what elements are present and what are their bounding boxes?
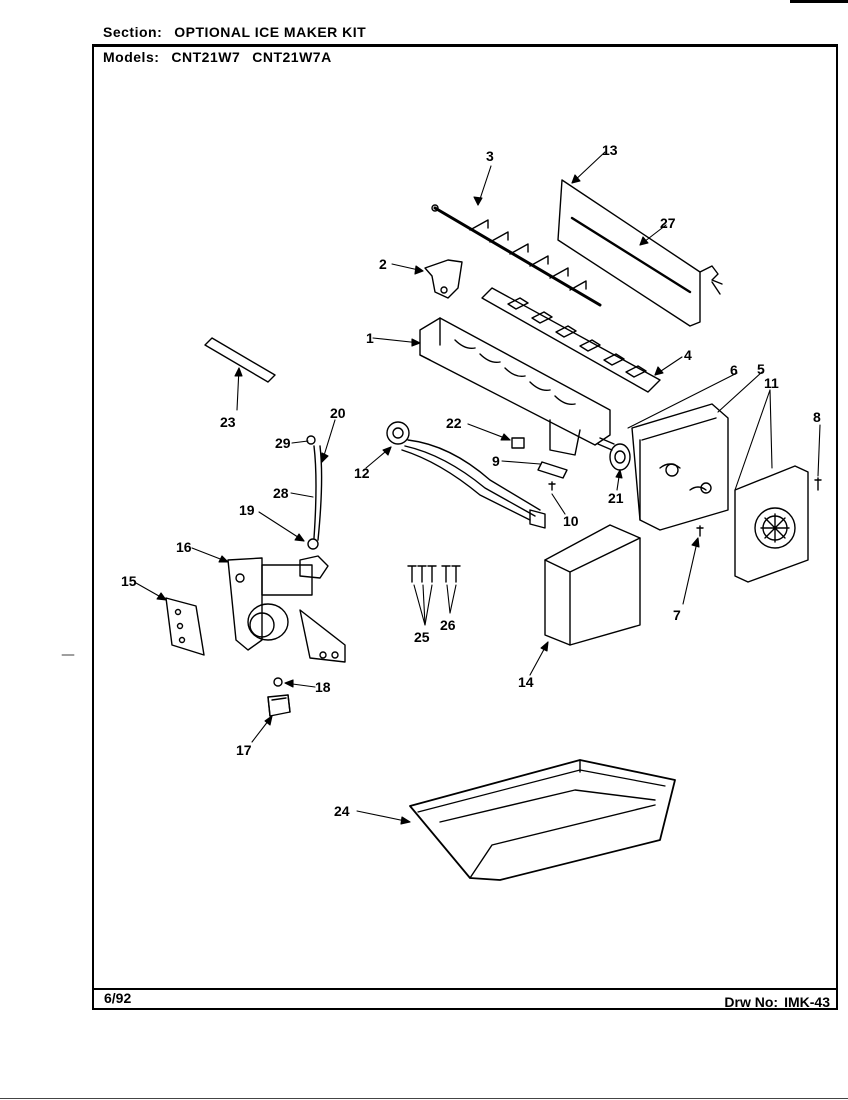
leader-lines [61, 151, 821, 825]
callout-5: 5 [757, 361, 765, 377]
callout-11: 11 [764, 375, 779, 391]
part-water-valve [227, 555, 346, 663]
callout-19: 19 [239, 502, 255, 518]
part-shield [544, 524, 641, 646]
part-mold [419, 317, 611, 456]
part-insulator [511, 437, 525, 449]
callout-7: 7 [673, 607, 681, 623]
section-label: Section: [103, 24, 163, 40]
callout-12: 12 [354, 465, 370, 481]
callout-17: 17 [236, 742, 252, 758]
callout-9: 9 [492, 453, 500, 469]
part-washer [273, 677, 283, 687]
callout-13: 13 [602, 142, 618, 158]
callout-4: 4 [684, 347, 692, 363]
callout-6: 6 [730, 362, 738, 378]
callout-28: 28 [273, 485, 289, 501]
part-fill-tube [204, 337, 276, 383]
part-nut [267, 694, 291, 717]
callout-8: 8 [813, 409, 821, 425]
part-water-tube [306, 435, 323, 550]
callout-10: 10 [563, 513, 579, 529]
part-harness [386, 421, 546, 529]
model-1: CNT21W7 [171, 49, 241, 65]
part-motor-plate [734, 465, 809, 583]
models-line: Models: CNT21W7 CNT21W7A [103, 49, 332, 65]
part-housing [631, 403, 729, 531]
part-bracket [424, 259, 463, 299]
drawing-number-line: Drw No: IMK-43 [724, 994, 830, 1010]
callout-16: 16 [176, 539, 192, 555]
callout-22: 22 [446, 415, 462, 431]
callout-1: 1 [366, 330, 374, 346]
callout-27: 27 [660, 215, 676, 231]
drawing-number: IMK-43 [784, 994, 830, 1010]
part-screws-25-26 [407, 565, 461, 583]
callout-26: 26 [440, 617, 456, 633]
callout-29: 29 [275, 435, 291, 451]
part-ice-bin [409, 759, 676, 881]
callout-3: 3 [486, 148, 494, 164]
callout-15: 15 [121, 573, 137, 589]
callout-21: 21 [608, 490, 624, 506]
drawing-number-label: Drw No: [724, 994, 779, 1010]
callout-20: 20 [330, 405, 346, 421]
callout-23: 23 [220, 414, 236, 430]
part-screw-8 [814, 477, 822, 491]
models-label: Models: [103, 49, 160, 65]
page-bottom-rule [0, 1098, 848, 1099]
part-cover-plate [557, 179, 723, 327]
part-gear [597, 437, 631, 471]
part-ejector [431, 204, 602, 307]
callout-2: 2 [379, 256, 387, 272]
part-screw-10 [548, 481, 556, 491]
part-valve-bracket [165, 597, 205, 656]
revision-date: 6/92 [104, 990, 132, 1006]
callout-14: 14 [518, 674, 534, 690]
part-clip [537, 461, 568, 479]
part-screw-7 [696, 525, 704, 537]
section-line: Section: OPTIONAL ICE MAKER KIT [103, 24, 366, 40]
callout-25: 25 [414, 629, 430, 645]
callout-24: 24 [334, 803, 350, 819]
model-2: CNT21W7A [252, 49, 332, 65]
drawing-frame [92, 44, 838, 1010]
footer-rule [92, 988, 838, 990]
part-stripper [481, 287, 661, 393]
callout-18: 18 [315, 679, 331, 695]
corner-mark [790, 0, 848, 3]
section-title: OPTIONAL ICE MAKER KIT [174, 24, 367, 40]
